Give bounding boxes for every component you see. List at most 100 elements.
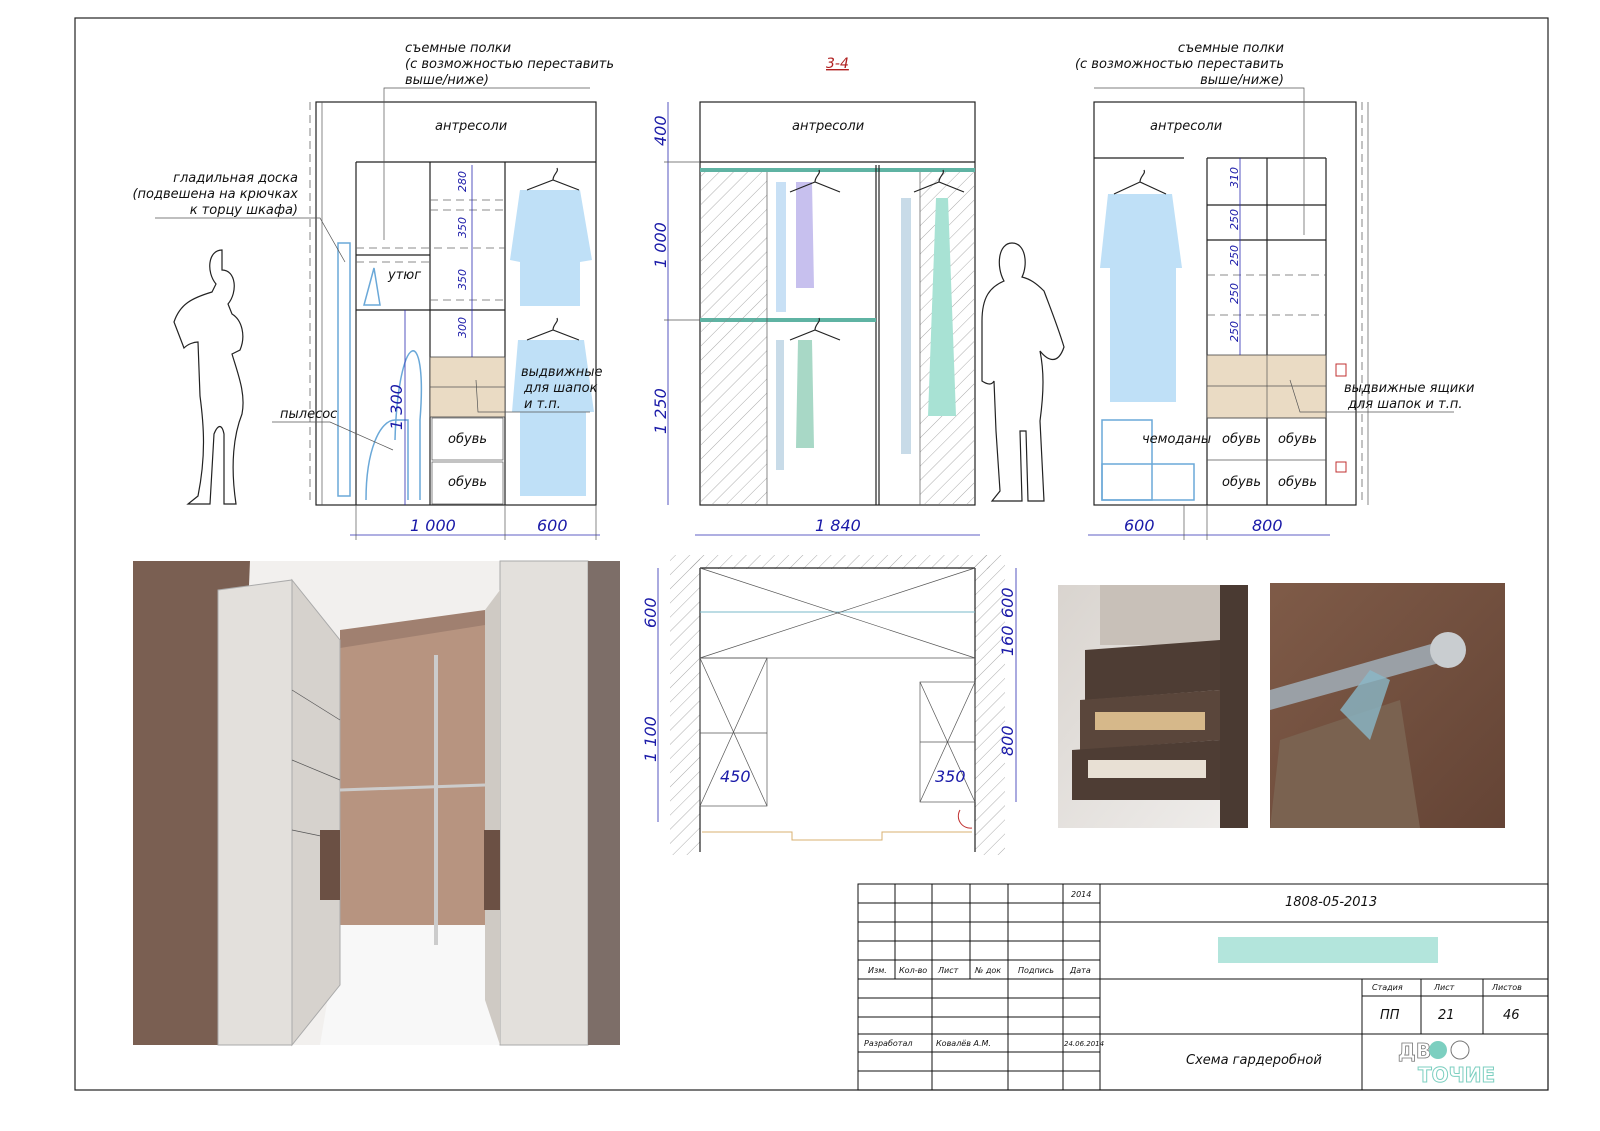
render-3d-view [133,560,620,1047]
dim-400: 400 [651,115,670,146]
shelves-note: выше/ниже) [405,73,489,88]
ironing-note: (подвешена на крючках [132,187,298,202]
header-date: Дата [1069,966,1091,975]
drawers-note: и т.п. [524,397,561,412]
shelves-note: съемные полки [1178,41,1284,56]
shoes-label: обувь [448,475,487,490]
sheet-title: Схема гардеробной [1186,1053,1322,1068]
title-block: 2014 1808-05-2013 Изм. Кол-во Лист № док… [857,883,1549,1091]
header-sheet: Лист [937,966,959,975]
dim-800: 800 [998,725,1017,756]
shoes-label: обувь [1222,475,1261,490]
dim-350: 350 [456,269,469,290]
woman-silhouette [173,249,244,505]
drawers-note: выдвижные [521,365,603,380]
mezzanine-label: антресоли [1150,119,1222,134]
sheets-header: Листов [1491,983,1522,992]
man-silhouette [981,242,1065,502]
iron-icon [363,267,381,306]
developed-label: Разработал [864,1039,912,1048]
dim-160: 160 [998,625,1017,656]
sheet-header: Лист [1433,983,1455,992]
ironing-note: к торцу шкафа) [190,203,298,218]
dim-600: 600 [998,587,1017,618]
project-name-highlight [1218,937,1438,963]
dim-1300: 1 300 [387,384,406,430]
middle-elevation: 3-4 400 1 000 1 250 1 840 антресоли [651,56,1065,536]
photo-hanger-rod [1270,583,1505,828]
hanger-icon [526,317,580,341]
dim-800: 800 [1252,516,1283,535]
shelves-note: выше/ниже) [1200,73,1284,88]
dim-310: 310 [1228,167,1241,188]
hanger-icon [913,169,965,193]
ironing-note: гладильная доска [173,171,298,186]
sheet-frame [74,17,1549,1091]
header-doc: № док [974,966,1001,975]
shelves-note: (с возможностью переставить [405,57,614,72]
dim-1000: 1 000 [651,222,670,268]
header-signature: Подпись [1018,966,1054,975]
company-logo: ДВ ТОЧИЕ [1398,1039,1496,1088]
dim-1250: 1 250 [651,388,670,434]
shoes-label: обувь [1278,432,1317,447]
mezzanine-label: антресоли [435,119,507,134]
dim-600: 600 [1124,516,1155,535]
header-qty: Кол-во [899,966,927,975]
dim-250: 250 [1228,283,1241,304]
shoes-label: обувь [1278,475,1317,490]
mezzanine-label: антресоли [792,119,864,134]
dim-1840: 1 840 [815,516,861,535]
svg-text:ТОЧИЕ: ТОЧИЕ [1418,1063,1495,1087]
garment-icon [510,190,592,306]
shoes-label: обувь [448,432,487,447]
dim-1100: 1 100 [641,716,660,762]
sheet-number: 21 [1438,1008,1455,1023]
suitcases-label: чемоданы [1142,432,1211,447]
suitcase-icon [1101,463,1195,501]
dim-450: 450 [720,767,751,786]
vacuum-label: пылесос [280,407,337,422]
dim-280: 280 [456,171,469,192]
header-izm: Изм. [868,966,887,975]
stage-header: Стадия [1372,983,1403,992]
project-code: 1808-05-2013 [1285,895,1377,910]
sheet-count: 46 [1503,1008,1520,1023]
developer-name: Ковалёв А.М. [936,1039,991,1048]
dim-250: 250 [1228,209,1241,230]
dim-350: 350 [456,217,469,238]
dim-250: 250 [1228,321,1241,342]
drawers-note: выдвижные ящики [1344,381,1474,396]
section-mark: 3-4 [826,56,849,72]
vacuum-icon [365,419,409,501]
stage-value: ПП [1380,1008,1400,1023]
dim-300: 300 [456,317,469,338]
year: 2014 [1071,890,1091,899]
hanger-icon [789,169,841,193]
garment-icon [1100,194,1182,402]
hat-drawers [1206,354,1327,419]
floor-plan: 600 1 100 600 160 800 450 350 [641,555,1017,855]
hanger-icon [789,317,841,341]
dim-350: 350 [935,767,966,786]
dim-600: 600 [641,597,660,628]
dim-250: 250 [1228,245,1241,266]
shelves-note: съемные полки [405,41,511,56]
drawers-note: для шапок и т.п. [1347,397,1462,412]
right-elevation: 310 250 250 250 250 600 800 съемные полк… [1075,41,1474,540]
photo-drawers [1058,585,1248,828]
shelves-note: (с возможностью переставить [1075,57,1284,72]
ironing-board-icon [337,242,351,497]
left-elevation: 280 350 350 300 1 300 1 000 600 съемные … [132,41,614,540]
dim-600: 600 [537,516,568,535]
drawers-note: для шапок [523,381,598,396]
shoes-label: обувь [1222,432,1261,447]
svg-text:ДВ: ДВ [1398,1039,1431,1063]
garment-icon [512,340,594,496]
hanger-icon [526,167,580,191]
hanger-icon [1113,169,1167,195]
iron-label: утюг [387,268,421,283]
dim-1000: 1 000 [410,516,456,535]
